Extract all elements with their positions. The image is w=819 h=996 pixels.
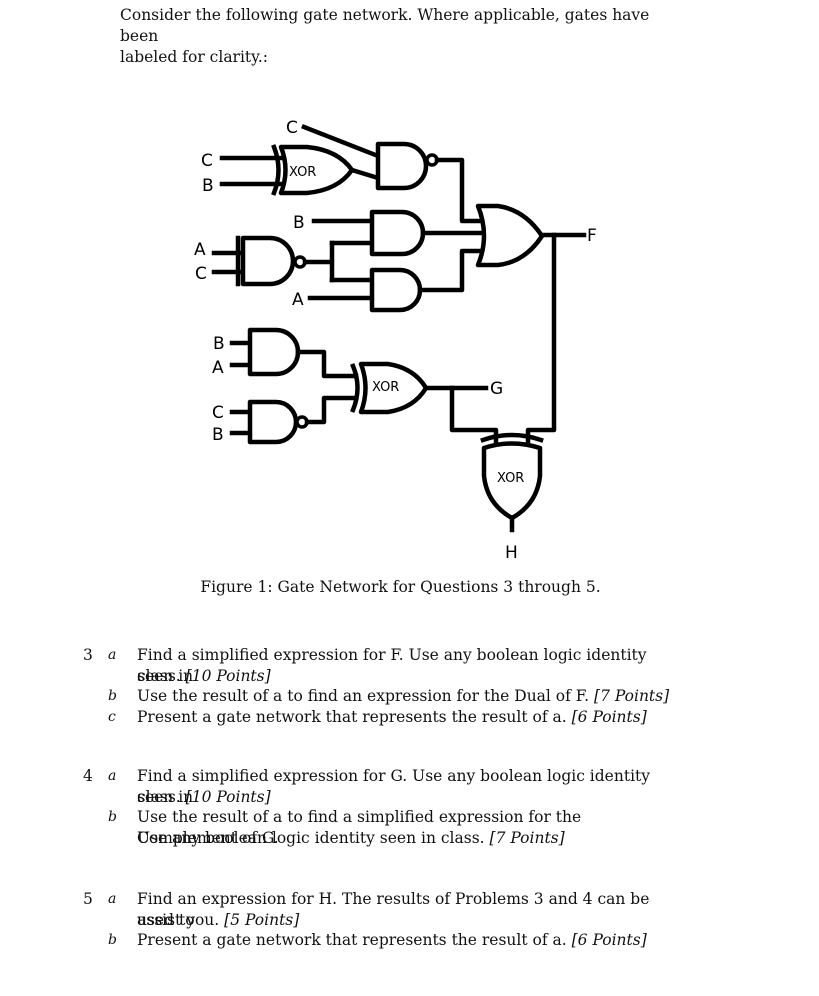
part-letter: a — [108, 891, 117, 907]
part-text: Find an expression for H. The results of… — [137, 889, 682, 930]
wire-f-down — [525, 232, 557, 445]
part-text: class. [10 Points] — [137, 666, 682, 687]
label-a-in3: A — [212, 358, 224, 378]
gate-network-diagram: C C B B A C A B A C B F G H XOR XOR XOR — [194, 118, 597, 563]
part-letter: b — [108, 932, 117, 948]
xor-gate-9 — [350, 361, 429, 415]
part-letter: b — [108, 809, 117, 825]
label-c-in2: C — [195, 264, 207, 284]
intro-line-1: Consider the following gate network. Whe… — [120, 6, 650, 45]
points-label: [6 Points] — [571, 707, 647, 726]
part-text: Present a gate network that represents t… — [137, 707, 682, 728]
part-text: Present a gate network that represents t… — [137, 930, 682, 951]
question-part: a Find a simplified expression for F. Us… — [0, 645, 819, 685]
wire-nand3-out — [302, 240, 335, 283]
part-line: Use the result of a to find an expressio… — [137, 687, 590, 705]
points-label: [10 Points] — [185, 787, 271, 806]
figure-caption-text: Figure 1: Gate Network for Questions 3 t… — [200, 578, 601, 596]
or-gate-6 — [475, 203, 545, 268]
part-letter: b — [108, 688, 117, 704]
label-f-out: F — [587, 226, 597, 246]
question-part-continued: class. [10 Points] — [0, 666, 819, 687]
question-5: 5 a Find an expression for H. The result… — [0, 889, 819, 951]
part-letter: c — [108, 708, 116, 725]
part-letter: a — [108, 647, 117, 663]
part-line: class. — [137, 787, 181, 806]
nand-gate-8 — [247, 399, 299, 445]
label-h-out: H — [505, 543, 518, 563]
label-c-in1: C — [201, 151, 213, 171]
and-gate-5 — [369, 267, 423, 313]
figure-caption: Figure 1: Gate Network for Questions 3 t… — [0, 578, 819, 596]
part-line: Use any boolean logic identity seen in c… — [137, 828, 485, 847]
intro-paragraph: Consider the following gate network. Whe… — [120, 5, 680, 68]
wire-and7-out — [295, 349, 359, 379]
question-part: c Present a gate network that represents… — [0, 707, 819, 728]
wire-nand8-out — [304, 395, 359, 425]
xor-2-label: XOR — [372, 380, 399, 395]
part-letter: a — [108, 768, 117, 784]
label-b-mid: B — [293, 213, 305, 233]
and-gate-4 — [369, 209, 426, 257]
part-line: Find a simplified expression for G. Use … — [137, 767, 651, 806]
label-b-in1: B — [202, 176, 214, 196]
label-c-top: C — [286, 118, 298, 138]
part-line: Use the result of a to find a simplified… — [137, 808, 582, 847]
wire-xor1-out — [349, 167, 381, 181]
part-line: Find an expression for H. The results of… — [137, 890, 650, 929]
question-number: 3 — [83, 646, 93, 664]
part-text: Use the result of a to find a simplified… — [137, 807, 682, 848]
xor-gate-10 — [480, 432, 544, 521]
nand-gate-2 — [375, 141, 429, 191]
part-text: class. [10 Points] — [137, 787, 682, 808]
question-3: 3 a Find a simplified expression for F. … — [0, 645, 819, 727]
question-number: 4 — [83, 767, 93, 785]
label-g-out: G — [490, 379, 503, 399]
part-text: assist you. [5 Points] — [137, 910, 682, 931]
question-part-continued: assist you. [5 Points] — [0, 910, 819, 931]
points-label: [6 Points] — [571, 931, 647, 949]
question-part-continued: Use any boolean logic identity seen in c… — [0, 828, 819, 849]
xor-gate-1 — [271, 144, 355, 196]
wire-c-top — [301, 124, 381, 159]
part-line: Find a simplified expression for F. Use … — [137, 646, 647, 685]
part-line: Present a gate network that represents t… — [137, 707, 567, 726]
question-part: b Use the result of a to find a simplifi… — [0, 807, 819, 847]
points-label: [7 Points] — [489, 828, 565, 847]
part-text: Use any boolean logic identity seen in c… — [137, 828, 682, 849]
part-line: Present a gate network that represents t… — [137, 931, 567, 949]
label-b-in4: B — [212, 425, 224, 445]
question-part: a Find an expression for H. The results … — [0, 889, 819, 929]
part-text: Find a simplified expression for G. Use … — [137, 766, 682, 807]
label-a-in2: A — [194, 240, 206, 260]
nand-gate-3 — [240, 235, 296, 287]
question-part: b Present a gate network that represents… — [0, 930, 819, 951]
part-text: Use the result of a to find an expressio… — [137, 686, 682, 707]
part-line: assist you. — [137, 910, 220, 929]
question-part: a Find a simplified expression for G. Us… — [0, 766, 819, 806]
points-label: [5 Points] — [224, 910, 300, 929]
label-a-mid: A — [292, 290, 304, 310]
wire-and5-out — [417, 248, 483, 293]
label-c-in4: C — [212, 403, 224, 423]
question-part: b Use the result of a to find an express… — [0, 686, 819, 707]
intro-line-2: labeled for clarity.: — [120, 48, 268, 66]
xor-3-label: XOR — [497, 471, 524, 486]
part-text: Find a simplified expression for F. Use … — [137, 645, 682, 686]
part-line: class. — [137, 666, 181, 685]
points-label: [10 Points] — [185, 666, 271, 685]
label-b-in3: B — [213, 334, 225, 354]
question-part-continued: class. [10 Points] — [0, 787, 819, 808]
and-gate-7 — [247, 327, 301, 377]
xor-1-label: XOR — [289, 165, 316, 180]
wire-nand2-out — [434, 157, 483, 224]
points-label: [7 Points] — [594, 687, 670, 705]
question-number: 5 — [83, 890, 93, 908]
question-4: 4 a Find a simplified expression for G. … — [0, 766, 819, 848]
